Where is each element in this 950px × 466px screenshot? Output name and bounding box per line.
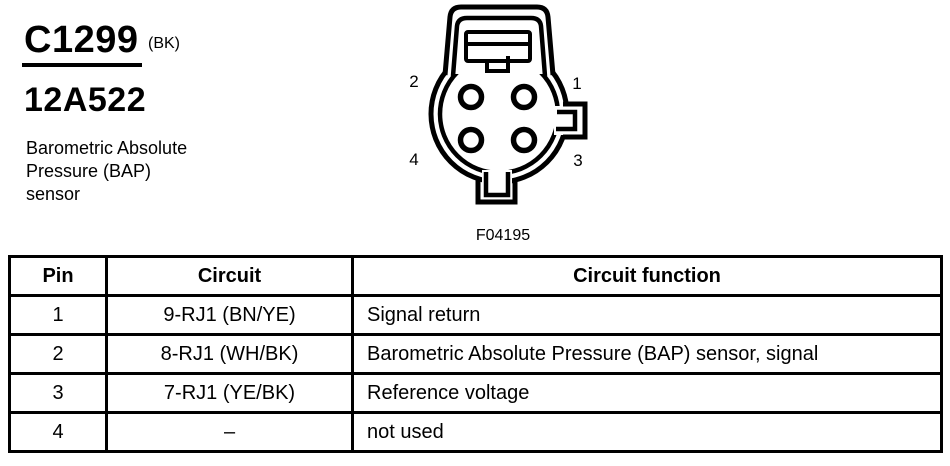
pin-2-hole — [457, 83, 485, 111]
circuit-cell: 9-RJ1 (BN/YE) — [105, 294, 354, 336]
index-notch-inner-outline — [483, 172, 511, 198]
pin-cell: 4 — [8, 411, 108, 453]
table-row: 3 7-RJ1 (YE/BK) Reference voltage — [8, 372, 943, 414]
pinout-table: Pin Circuit Circuit function 1 9-RJ1 (BN… — [8, 255, 943, 453]
function-cell: not used — [351, 411, 943, 453]
part-number: 12A522 — [24, 81, 147, 119]
pin-cell: 1 — [8, 294, 108, 336]
function-cell: Reference voltage — [351, 372, 943, 414]
pin-3-hole — [510, 126, 538, 154]
pin-4-hole — [457, 126, 485, 154]
table-header-row: Pin Circuit Circuit function — [8, 255, 943, 297]
figure-label: F04195 — [476, 227, 530, 244]
connector-id: C1299 — [22, 20, 143, 67]
keyway-inner-outline — [556, 109, 578, 132]
pin-cell: 2 — [8, 333, 108, 375]
circuit-cell: 7-RJ1 (YE/BK) — [105, 372, 354, 414]
circuit-cell: 8-RJ1 (WH/BK) — [105, 333, 354, 375]
connector-color-code: (BK) — [148, 35, 180, 52]
latch-tab-outer-outline — [442, 4, 556, 76]
pin-label-3: 3 — [573, 151, 582, 170]
function-cell: Barometric Absolute Pressure (BAP) senso… — [351, 333, 943, 375]
pin-label-2: 2 — [409, 72, 418, 91]
pin-label-1: 1 — [572, 74, 581, 93]
table-row: 1 9-RJ1 (BN/YE) Signal return — [8, 294, 943, 336]
description-line: sensor — [26, 184, 81, 204]
keyway-outer-outline — [563, 101, 588, 140]
pin-1-hole — [510, 83, 538, 111]
table-row: 4 – not used — [8, 411, 943, 453]
circuit-cell: – — [105, 411, 354, 453]
latch-tab-mask — [446, 7, 552, 74]
connector-face-diagram: 2 1 4 3 F04195 — [405, 2, 605, 247]
latch-detail-rect — [464, 30, 532, 63]
header-circuit-function: Circuit function — [351, 255, 943, 297]
description-line: Pressure (BAP) — [26, 161, 152, 181]
latch-detail-notch — [485, 56, 510, 73]
header-circuit: Circuit — [105, 255, 354, 297]
header-pin: Pin — [8, 255, 108, 297]
function-cell: Signal return — [351, 294, 943, 336]
description-line: Barometric Absolute — [26, 138, 188, 158]
pin-cell: 3 — [8, 372, 108, 414]
latch-tab-inner-outline — [450, 15, 548, 77]
table-row: 2 8-RJ1 (WH/BK) Barometric Absolute Pres… — [8, 333, 943, 375]
connector-description: Barometric Absolute Pressure (BAP) senso… — [26, 137, 187, 206]
pin-label-4: 4 — [409, 150, 418, 169]
index-notch-outer-outline — [475, 178, 518, 205]
